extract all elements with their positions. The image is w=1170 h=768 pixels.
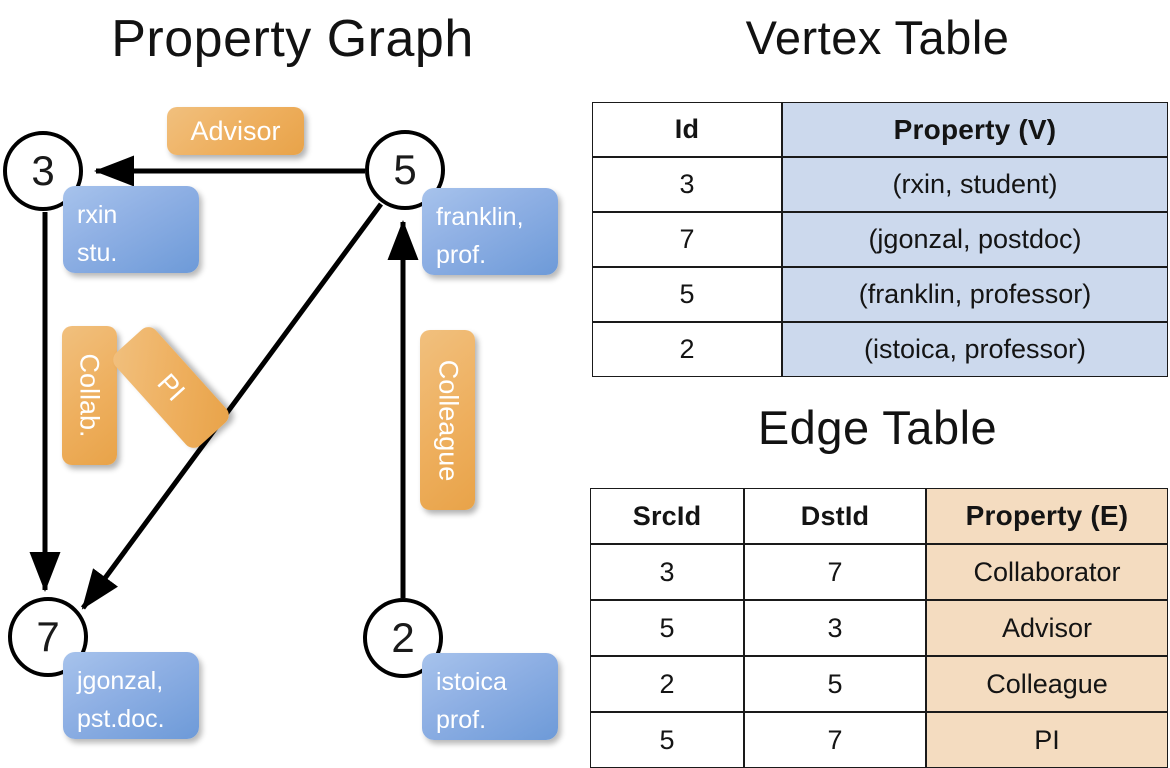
vertex-cell-id: 3 xyxy=(592,157,782,212)
node-property-franklin-line1: franklin, xyxy=(436,203,524,231)
node-property-badge-rxin[interactable]: rxin stu. xyxy=(63,186,199,273)
graph-node-5[interactable]: 5 xyxy=(365,130,445,210)
edge-table-header-property: Property (E) xyxy=(926,488,1168,544)
edge-label-badge-advisor[interactable]: Advisor xyxy=(167,107,304,155)
edge-label-colleague-text: Colleague xyxy=(433,359,463,481)
graph-node-3-label: 3 xyxy=(31,147,55,194)
vertex-cell-property: (istoica, professor) xyxy=(782,322,1168,377)
node-property-rxin-line2: stu. xyxy=(77,239,118,267)
edge-table-header-dstid: DstId xyxy=(744,488,926,544)
node-property-badge-istoica[interactable]: istoica prof. xyxy=(422,653,558,740)
node-property-jgonzal-line1: jgonzal, xyxy=(77,667,164,695)
node-property-jgonzal-line2: pst.doc. xyxy=(77,705,165,733)
table-row: 2 5 Colleague xyxy=(590,656,1168,712)
table-row: 2 (istoica, professor) xyxy=(592,322,1168,377)
edge-cell-dstid: 5 xyxy=(744,656,926,712)
edge-label-badge-colleague[interactable]: Colleague xyxy=(420,330,475,510)
node-property-rxin-line1: rxin xyxy=(77,201,118,229)
edge-label-advisor-text: Advisor xyxy=(190,115,281,146)
vertex-cell-property: (franklin, professor) xyxy=(782,267,1168,322)
vertex-cell-property: (rxin, student) xyxy=(782,157,1168,212)
edge-cell-property: Collaborator xyxy=(926,544,1168,600)
table-row: 5 (franklin, professor) xyxy=(592,267,1168,322)
edge-cell-property: Colleague xyxy=(926,656,1168,712)
edge-label-pi-text: PI xyxy=(151,367,192,407)
table-row: 7 (jgonzal, postdoc) xyxy=(592,212,1168,267)
node-property-badge-jgonzal[interactable]: jgonzal, pst.doc. xyxy=(63,652,199,739)
edge-table-header-row: SrcId DstId Property (E) xyxy=(590,488,1168,544)
page-title-property-graph: Property Graph xyxy=(111,10,474,68)
edge-cell-srcid: 3 xyxy=(590,544,744,600)
graph-node-2-label: 2 xyxy=(391,614,415,661)
property-graph-panel: 3 5 7 2 rxin stu. franklin, prof. jgonza… xyxy=(0,0,585,760)
edge-5-to-7 xyxy=(80,202,384,610)
edge-label-badge-collab[interactable]: Collab. xyxy=(62,326,117,465)
vertex-table-header-id: Id xyxy=(592,102,782,157)
vertex-cell-id: 2 xyxy=(592,322,782,377)
vertex-table-header-property: Property (V) xyxy=(782,102,1168,157)
vertex-cell-id: 5 xyxy=(592,267,782,322)
graph-node-2[interactable]: 2 xyxy=(363,598,443,678)
vertex-table-header-row: Id Property (V) xyxy=(592,102,1168,157)
graph-node-7-label: 7 xyxy=(36,613,60,660)
node-property-franklin-line2: prof. xyxy=(436,241,487,269)
edge-cell-dstid: 7 xyxy=(744,544,926,600)
edge-table: SrcId DstId Property (E) 3 7 Collaborato… xyxy=(590,488,1168,768)
page-title-edge-table: Edge Table xyxy=(757,401,998,454)
edge-cell-dstid: 3 xyxy=(744,600,926,656)
edge-cell-property: Advisor xyxy=(926,600,1168,656)
page-title-vertex-table: Vertex Table xyxy=(745,11,1010,64)
vertex-cell-property: (jgonzal, postdoc) xyxy=(782,212,1168,267)
table-row: 5 3 Advisor xyxy=(590,600,1168,656)
table-row: 3 7 Collaborator xyxy=(590,544,1168,600)
vertex-cell-id: 7 xyxy=(592,212,782,267)
node-property-istoica-line2: prof. xyxy=(436,706,487,734)
table-row: 3 (rxin, student) xyxy=(592,157,1168,212)
graph-edges-svg xyxy=(29,155,419,610)
edge-label-collab-text: Collab. xyxy=(75,353,106,438)
edge-cell-srcid: 2 xyxy=(590,656,744,712)
node-property-badge-franklin[interactable]: franklin, prof. xyxy=(422,188,558,275)
node-property-istoica-line1: istoica xyxy=(436,668,507,696)
edge-table-header-srcid: SrcId xyxy=(590,488,744,544)
graph-node-5-label: 5 xyxy=(393,146,417,193)
vertex-table: Id Property (V) 3 (rxin, student) 7 (jgo… xyxy=(592,102,1168,377)
edge-cell-srcid: 5 xyxy=(590,600,744,656)
